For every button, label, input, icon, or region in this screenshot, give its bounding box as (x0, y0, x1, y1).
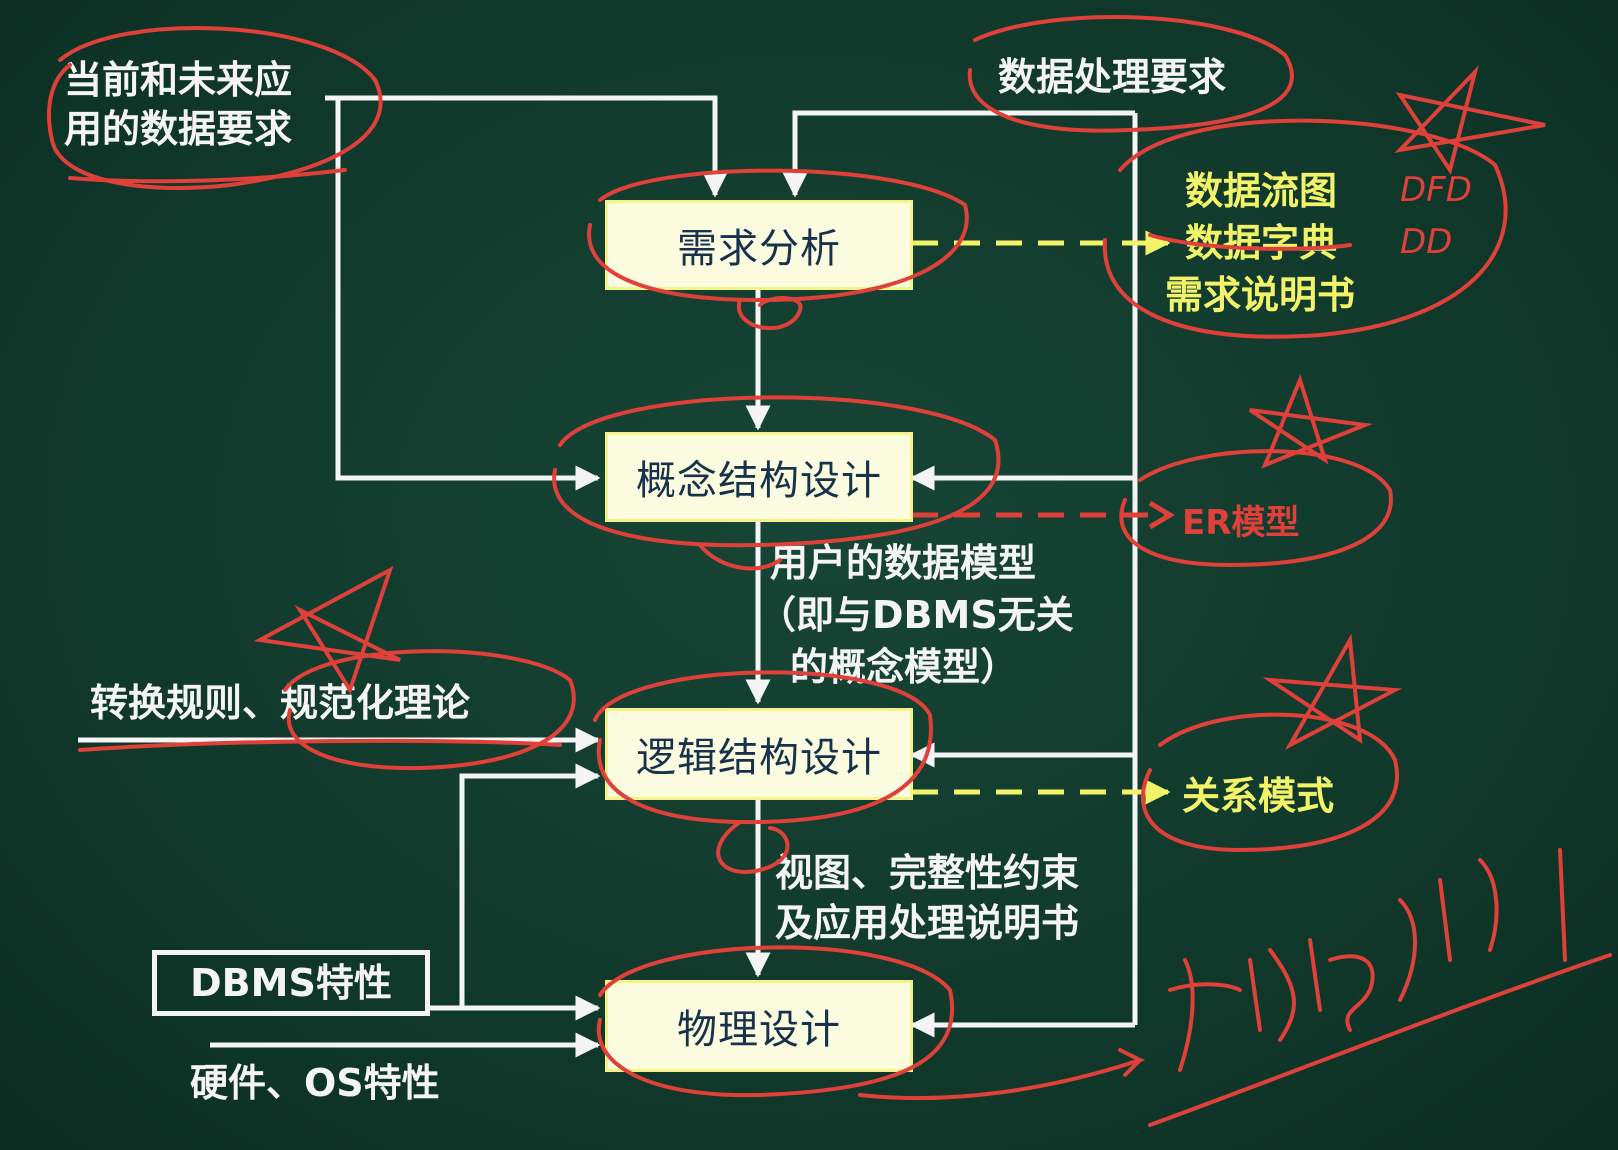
output-er-model: ER模型 (1182, 503, 1300, 543)
stage-physical-design: 物理设计 (605, 980, 913, 1072)
note-views-line1: 视图、完整性约束 (775, 851, 1080, 895)
output-dfd: 数据流图 (1185, 169, 1338, 213)
arrow-dbms-to-logical (459, 763, 601, 1008)
red-arrowhead (1148, 500, 1175, 530)
handwritten-dd: DD (1400, 222, 1453, 262)
arrow-proc-req-to-analysis (782, 110, 1135, 198)
note-user-model-line2: （即与DBMS无关 (758, 593, 1074, 637)
input-data-requirements-line1: 当前和未来应 (64, 58, 293, 102)
note-user-model-line3: 的概念模型） (790, 645, 1019, 689)
output-relational-schema: 关系模式 (1182, 774, 1335, 818)
dbms-features-box: DBMS特性 (152, 950, 430, 1016)
stage-conceptual-design: 概念结构设计 (605, 432, 913, 522)
arrow-data-req-to-analysis (325, 95, 728, 198)
output-data-dictionary: 数据字典 (1185, 221, 1338, 265)
note-views-line2: 及应用处理说明书 (775, 901, 1080, 945)
input-transform-rules: 转换规则、规范化理论 (90, 681, 471, 725)
input-hardware-os: 硬件、OS特性 (190, 1061, 440, 1105)
stage-logical-design: 逻辑结构设计 (605, 708, 913, 800)
input-dbms-features: DBMS特性 (190, 961, 392, 1005)
input-data-requirements-line2: 用的数据要求 (64, 107, 293, 151)
arrow-data-req-to-conceptual (335, 98, 601, 491)
output-requirements-spec: 需求说明书 (1165, 273, 1356, 317)
note-user-model-line1: 用户的数据模型 (770, 541, 1037, 585)
stage-requirements-analysis: 需求分析 (605, 200, 913, 290)
handwritten-dfd: DFD (1400, 170, 1472, 210)
input-processing-requirements: 数据处理要求 (998, 55, 1227, 99)
